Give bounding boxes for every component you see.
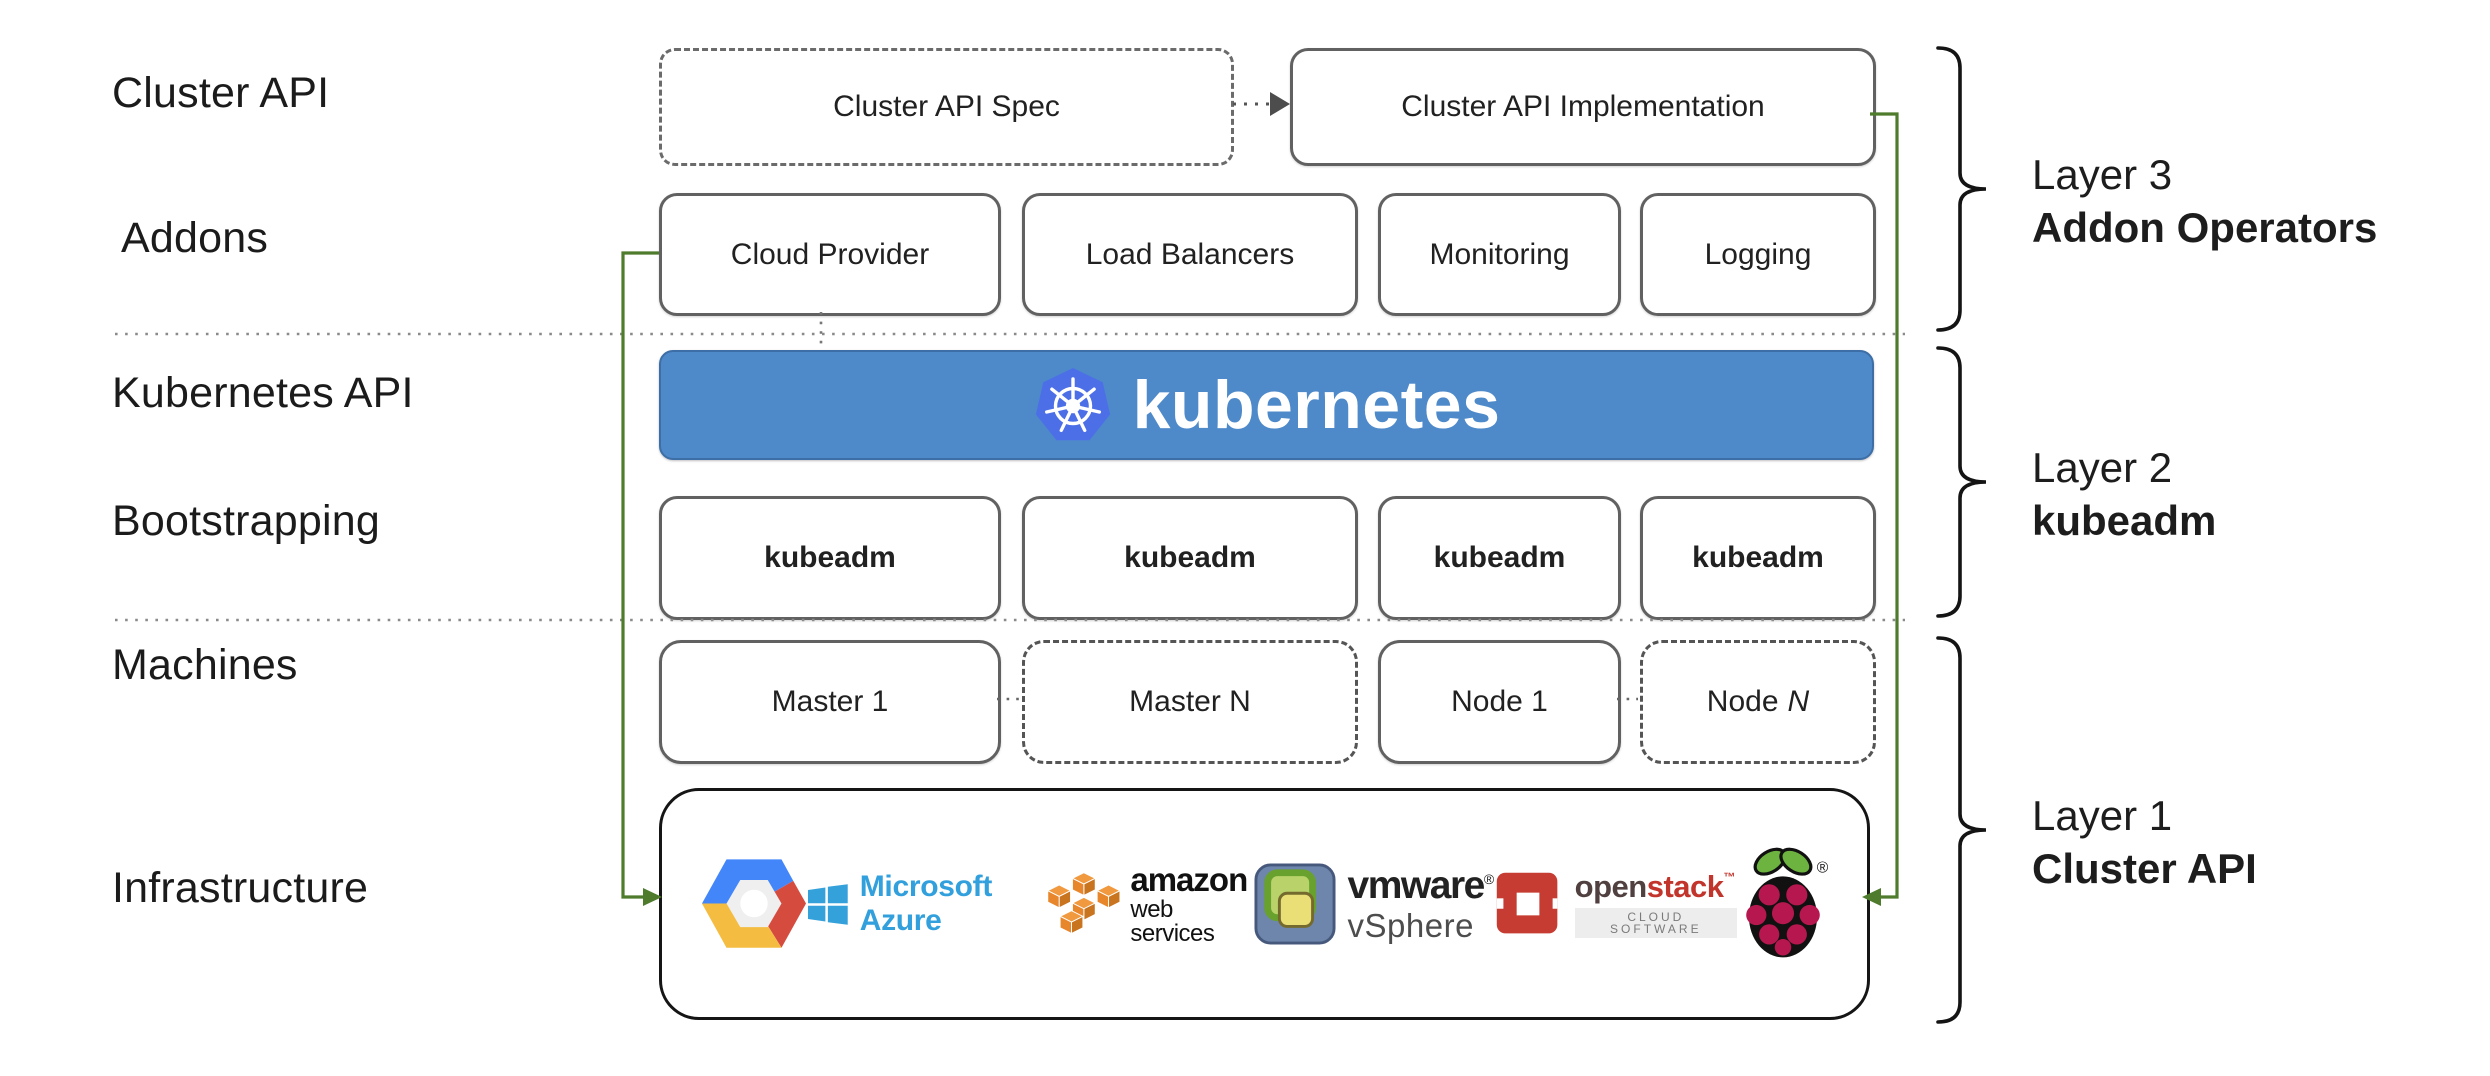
kubeadm-label: kubeadm <box>1433 541 1566 574</box>
kubeadm-label: kubeadm <box>764 541 896 574</box>
vmware-wordmark: vmware® <box>1347 864 1495 907</box>
google-cloud-logo <box>700 857 808 951</box>
kubeadm-label: kubeadm <box>1692 541 1824 574</box>
layer-2-subtitle: kubeadm <box>2032 497 2217 544</box>
addon-label: Monitoring <box>1429 237 1570 271</box>
google-cloud-icon <box>701 859 807 948</box>
layer-1-brace <box>1936 636 1987 1024</box>
layer-1-title: Layer 1 <box>2032 792 2173 839</box>
openstack-cloud-software-text: CLOUD SOFTWARE <box>1574 907 1737 938</box>
kubeadm-box-1: kubeadm <box>659 496 1001 620</box>
layer-1-label: Layer 1 Cluster API <box>2032 789 2257 895</box>
layer-2-title: Layer 2 <box>2032 444 2173 491</box>
addon-box-logging: Logging <box>1640 193 1876 316</box>
kubernetes-helm-icon <box>1035 368 1110 441</box>
kubernetes-banner: kubernetes <box>659 350 1874 460</box>
machine-label: Node 1 <box>1451 685 1548 718</box>
aws-logo: amazon web services <box>1043 863 1254 946</box>
layer-3-title: Layer 3 <box>2032 151 2173 198</box>
azure-icon <box>808 883 848 925</box>
row-label-infrastructure: Infrastructure <box>112 864 369 912</box>
raspberry-pi-logo: ® <box>1737 838 1829 970</box>
addon-box-monitoring: Monitoring <box>1378 193 1621 316</box>
cluster-api-spec-box: Cluster API Spec <box>659 48 1234 166</box>
kubeadm-box-2: kubeadm <box>1022 496 1358 620</box>
kubernetes-wordmark: kubernetes <box>1132 367 1501 443</box>
vmware-text: vmware <box>1347 864 1486 907</box>
row-label-bootstrapping: Bootstrapping <box>112 497 380 545</box>
row-label-machines: Machines <box>112 641 298 689</box>
vmware-vsphere-logo: vmware® vSphere <box>1254 863 1495 945</box>
machine-label: Master 1 <box>771 685 889 718</box>
addon-label: Logging <box>1704 237 1812 271</box>
kubeadm-box-3: kubeadm <box>1378 496 1621 620</box>
kubeadm-label: kubeadm <box>1124 541 1256 574</box>
microsoft-azure-logo: Microsoft Azure <box>808 870 1043 938</box>
vsphere-text: vSphere <box>1347 907 1474 944</box>
raspberry-pi-icon: ® <box>1746 847 1829 958</box>
aws-webservices-text: web services <box>1130 895 1215 947</box>
machine-box-master-n: Master N <box>1022 640 1358 764</box>
addon-box-cloud-provider: Cloud Provider <box>659 193 1001 316</box>
openstack-icon <box>1496 872 1557 934</box>
layer-3-brace <box>1936 46 1987 332</box>
cluster-api-implementation-box: Cluster API Implementation <box>1290 48 1876 166</box>
openstack-open-text: open <box>1574 868 1648 904</box>
layer-3-label: Layer 3 Addon Operators <box>2032 148 2377 254</box>
azure-wordmark: Microsoft Azure <box>859 870 993 937</box>
layer-3-subtitle: Addon Operators <box>2032 204 2378 251</box>
row-label-cluster-api: Cluster API <box>112 69 330 117</box>
openstack-logo: openstack™ CLOUD SOFTWARE <box>1493 868 1737 940</box>
openstack-wordmark: openstack™ <box>1575 871 1737 902</box>
machine-box-node-n: Node N <box>1640 640 1876 764</box>
kubeadm-box-4: kubeadm <box>1640 496 1876 620</box>
machine-label: Node <box>1706 685 1779 718</box>
vmware-registered-mark: ® <box>1483 871 1494 887</box>
raspberry-pi-registered-mark: ® <box>1817 860 1829 877</box>
amazon-wordmark: amazon <box>1130 860 1248 898</box>
addon-label: Load Balancers <box>1085 237 1295 271</box>
layer-2-brace <box>1936 346 1987 618</box>
row-label-kubernetes-api: Kubernetes API <box>112 369 414 417</box>
machine-label-italic-n: N <box>1787 685 1810 718</box>
spec-to-implementation-arrow <box>1233 92 1290 116</box>
vmware-icon <box>1254 863 1336 945</box>
machine-box-node-1: Node 1 <box>1378 640 1621 764</box>
openstack-tm-mark: ™ <box>1723 869 1736 884</box>
machine-box-master-1: Master 1 <box>659 640 1001 764</box>
row-label-addons: Addons <box>121 214 269 262</box>
infrastructure-box: Microsoft Azure <box>659 788 1870 1020</box>
openstack-stack-text: stack <box>1646 868 1724 904</box>
layer-1-subtitle: Cluster API <box>2032 845 2257 892</box>
cluster-api-spec-label: Cluster API Spec <box>833 90 1060 123</box>
layer-2-label: Layer 2 kubeadm <box>2032 441 2216 547</box>
addon-label: Cloud Provider <box>730 237 930 271</box>
machine-label: Master N <box>1129 685 1251 718</box>
aws-icon <box>1046 872 1121 935</box>
addon-box-load-balancers: Load Balancers <box>1022 193 1358 316</box>
green-connector-left <box>621 251 662 906</box>
cluster-api-implementation-label: Cluster API Implementation <box>1401 90 1765 123</box>
